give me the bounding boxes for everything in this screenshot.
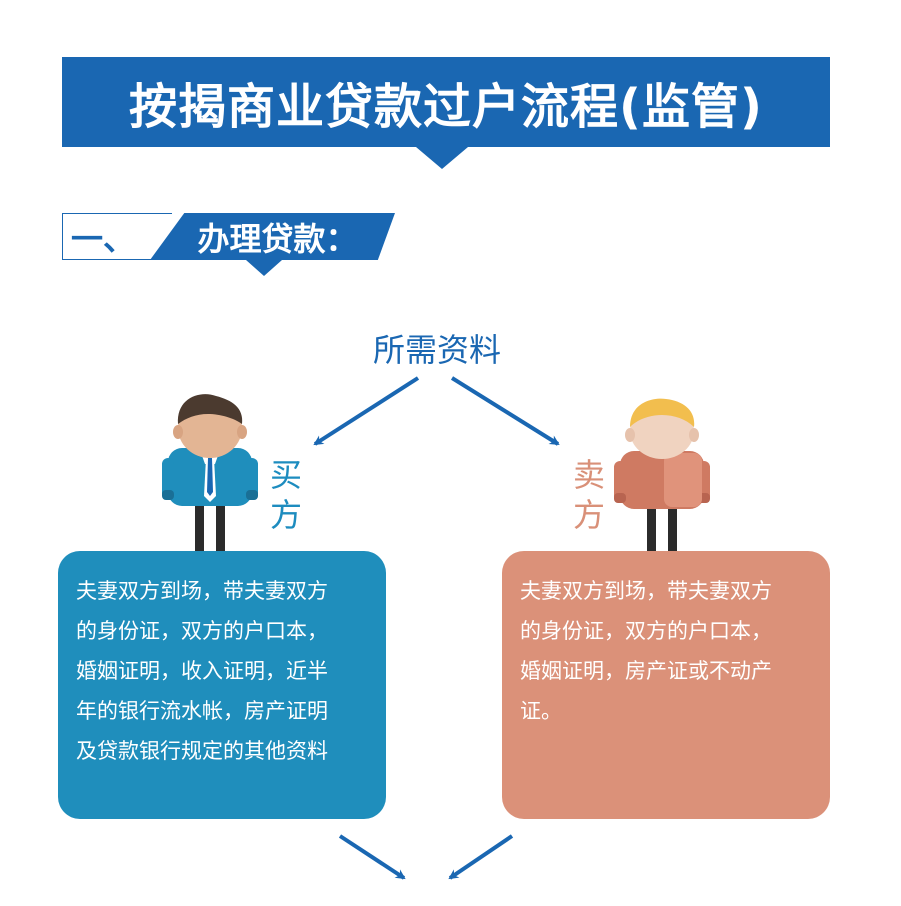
buyer-label-char-2: 方 <box>269 496 302 534</box>
seller-requirements-box: 夫妻双方到场，带夫妻双方 的身份证，双方的户口本， 婚姻证明，房产证或不动产 证… <box>502 551 830 819</box>
arrow-from-seller-icon <box>448 834 514 880</box>
page-title-banner: 按揭商业贷款过户流程(监管) <box>62 57 830 147</box>
buyer-requirement-line: 夫妻双方到场，带夫妻双方 <box>76 579 328 603</box>
section-number: 一、 <box>62 213 172 260</box>
buyer-label-char-1: 买 <box>269 456 302 494</box>
arrow-from-buyer-icon <box>338 834 406 880</box>
section-number-text: 一、 <box>71 219 136 258</box>
man-blond-hair-icon <box>614 398 710 553</box>
seller-requirement-line: 证。 <box>520 699 562 723</box>
arrow-to-buyer-icon <box>313 376 420 446</box>
buyer-requirements-box: 夫妻双方到场，带夫妻双方 的身份证，双方的户口本， 婚姻证明，收入证明，近半 年… <box>58 551 386 819</box>
page-title: 按揭商业贷款过户流程(监管) <box>129 79 763 135</box>
seller-label-char-1: 卖 <box>572 456 605 494</box>
buyer-requirement-line: 年的银行流水帐，房产证明 <box>76 699 328 723</box>
buyer-requirement-line: 及贷款银行规定的其他资料 <box>76 739 328 763</box>
seller-requirement-line: 的身份证，双方的户口本， <box>520 619 772 643</box>
seller-requirement-line: 夫妻双方到场，带夫妻双方 <box>520 579 772 603</box>
section-pointer <box>246 260 282 276</box>
banner-pointer <box>416 147 468 169</box>
man-with-tie-icon <box>162 394 258 552</box>
buyer-requirement-line: 的身份证，双方的户口本， <box>76 619 328 643</box>
seller-label: 卖 方 <box>569 455 609 535</box>
buyer-requirement-line: 婚姻证明，收入证明，近半 <box>76 659 328 683</box>
section-title: 办理贷款： <box>197 219 358 258</box>
section-title-tab: 办理贷款： <box>150 213 395 260</box>
seller-requirement-line: 婚姻证明，房产证或不动产 <box>520 659 772 683</box>
materials-title: 所需资料 <box>372 331 501 369</box>
seller-label-char-2: 方 <box>572 496 605 534</box>
arrow-to-seller-icon <box>450 376 560 446</box>
buyer-label: 买 方 <box>266 455 306 535</box>
